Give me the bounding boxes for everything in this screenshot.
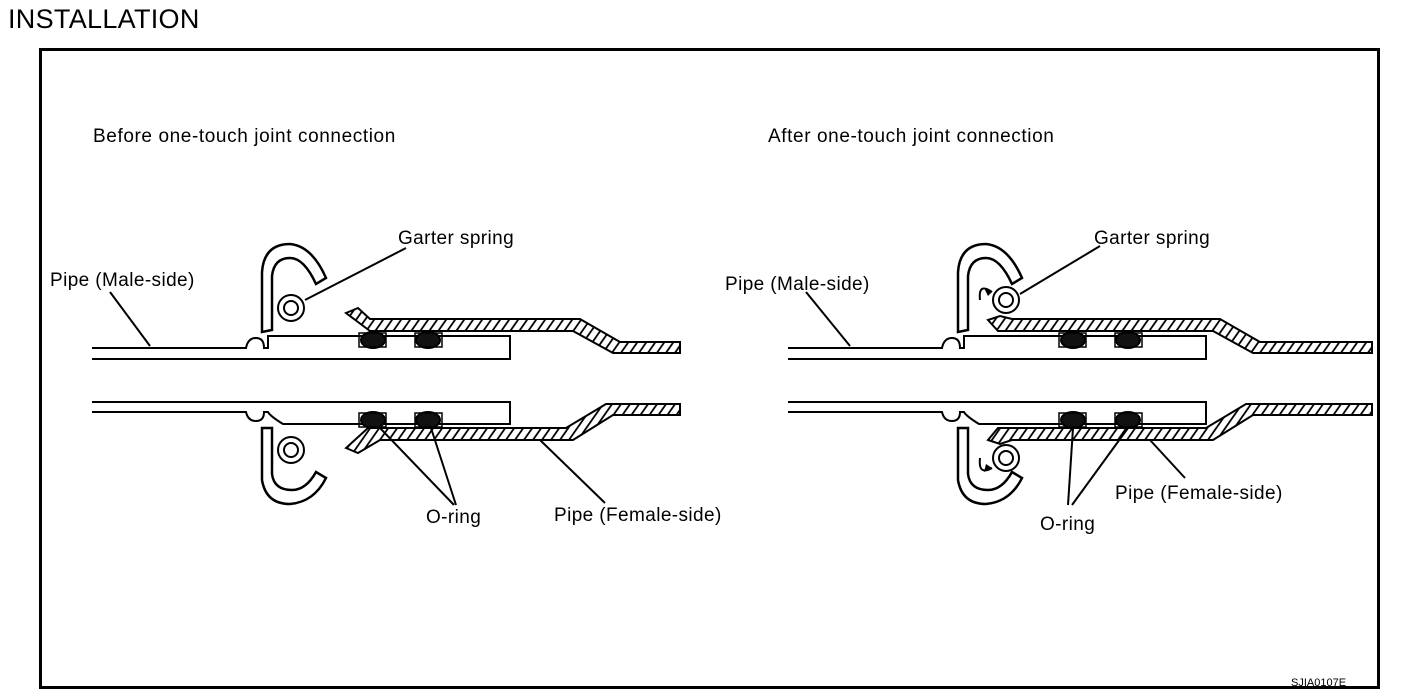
after-panel: After one-touch joint connection bbox=[725, 126, 1373, 535]
female-pipe-lower-wall bbox=[986, 403, 1373, 446]
label-pipe-female: Pipe (Female-side) bbox=[554, 505, 722, 526]
o-ring-3 bbox=[1060, 411, 1086, 429]
female-pipe-upper-wall bbox=[986, 314, 1373, 354]
label-pipe-male: Pipe (Male-side) bbox=[725, 274, 870, 295]
label-garter-spring: Garter spring bbox=[398, 228, 514, 249]
spring-cage-top bbox=[260, 242, 328, 334]
o-ring-1 bbox=[1060, 331, 1086, 349]
label-pipe-female: Pipe (Female-side) bbox=[1115, 483, 1283, 504]
rotation-arrow-top bbox=[978, 287, 993, 301]
label-o-ring: O-ring bbox=[1040, 514, 1095, 535]
o-ring-2 bbox=[415, 331, 441, 349]
label-o-ring: O-ring bbox=[426, 507, 481, 528]
figure-code: SJIA0107E bbox=[1291, 677, 1346, 689]
o-ring-2 bbox=[1115, 331, 1141, 349]
male-pipe-bottom bbox=[788, 401, 1207, 425]
figure-frame bbox=[39, 48, 1380, 689]
garter-spring-bottom bbox=[992, 444, 1020, 472]
label-garter-spring: Garter spring bbox=[1094, 228, 1210, 249]
male-pipe-top bbox=[788, 335, 1207, 360]
garter-spring-bottom bbox=[277, 436, 305, 464]
after-caption: After one-touch joint connection bbox=[768, 126, 1054, 147]
male-pipe-top bbox=[92, 335, 511, 360]
spring-cage-bottom bbox=[956, 426, 1024, 506]
garter-spring-top bbox=[992, 286, 1020, 314]
spring-cage-top bbox=[956, 242, 1024, 334]
page-heading: INSTALLATION bbox=[8, 4, 200, 34]
garter-spring-top bbox=[277, 294, 305, 322]
before-panel: Before one-touch joint connection G bbox=[50, 126, 722, 528]
female-pipe-upper-wall bbox=[344, 306, 681, 354]
female-pipe-lower-wall bbox=[344, 403, 681, 455]
o-ring-4 bbox=[1115, 411, 1141, 429]
spring-cage-bottom bbox=[260, 426, 328, 506]
label-pipe-male: Pipe (Male-side) bbox=[50, 270, 195, 291]
o-ring-1 bbox=[360, 331, 386, 349]
male-pipe-bottom bbox=[92, 401, 511, 425]
o-ring-3 bbox=[360, 411, 386, 429]
before-caption: Before one-touch joint connection bbox=[93, 126, 396, 147]
o-ring-4 bbox=[415, 411, 441, 429]
